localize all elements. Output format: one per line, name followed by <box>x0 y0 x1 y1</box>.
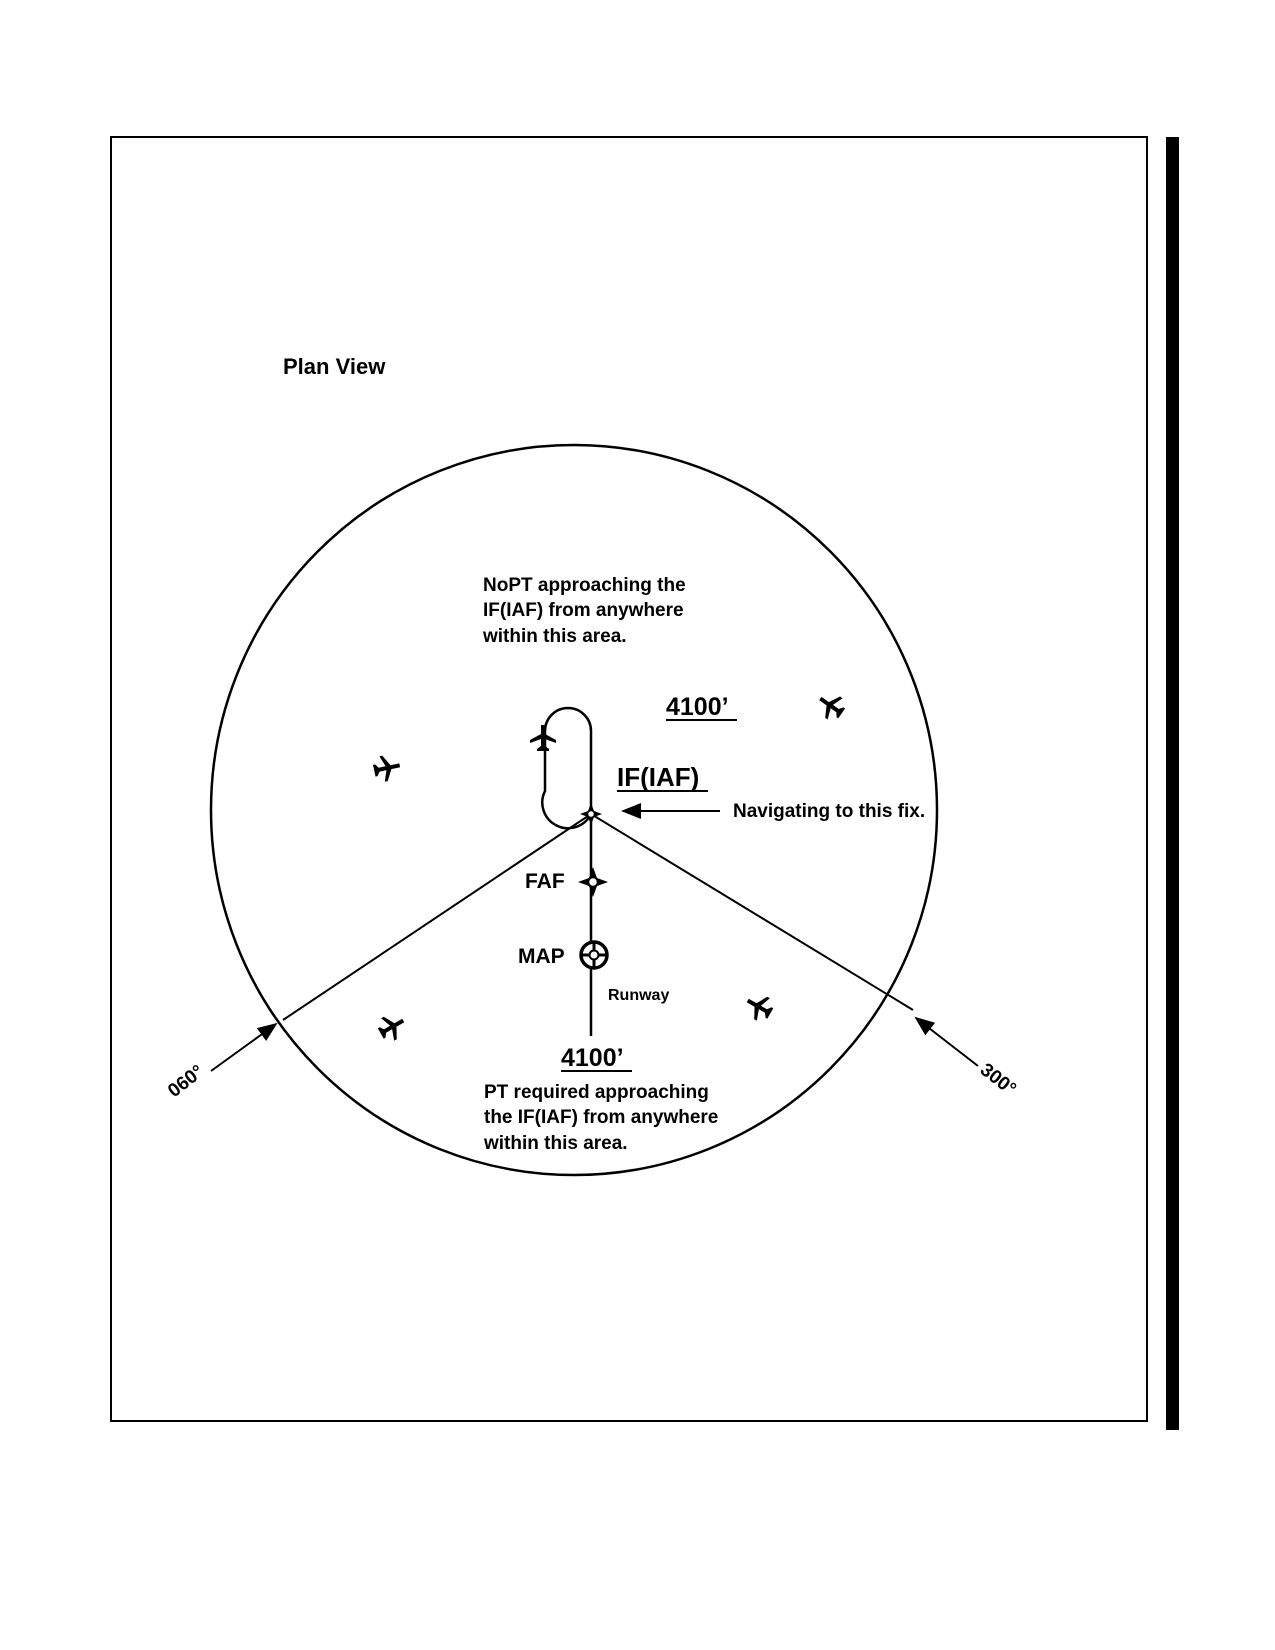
bearing-arrow-left-icon <box>210 1022 278 1072</box>
faf-label: FAF <box>525 870 565 893</box>
page-frame <box>110 136 1148 1422</box>
airplane-icon <box>530 725 556 751</box>
runway-label: Runway <box>608 987 669 1004</box>
pt-note-line: within this area. <box>483 1133 628 1154</box>
pt-note-line: the IF(IAF) from anywhere <box>484 1107 718 1128</box>
nopt-note-line: IF(IAF) from anywhere <box>483 600 684 621</box>
altitude-bottom: 4100’ <box>561 1044 624 1072</box>
sector-line-left <box>282 813 592 1021</box>
altitude-top: 4100’ <box>666 693 729 721</box>
nopt-note: NoPT approaching the IF(IAF) from anywhe… <box>482 575 691 647</box>
map-symbol-icon <box>579 940 609 970</box>
holding-pattern <box>541 706 593 830</box>
pt-note-line: PT required approaching <box>484 1082 709 1103</box>
sector-line-right <box>590 813 914 1011</box>
airplane-icon <box>812 687 850 725</box>
area-circle <box>209 443 939 1177</box>
map-label: MAP <box>518 945 565 968</box>
page-title: Plan View <box>283 354 386 379</box>
iaf-label: IF(IAF) <box>617 762 699 792</box>
bearing-right-label: 300° <box>976 1059 1020 1100</box>
bearing-arrow-right-icon <box>914 1016 979 1067</box>
airplane-icon <box>374 1009 410 1045</box>
airplane-icon <box>741 989 777 1025</box>
iaf-fix-icon <box>580 803 602 825</box>
airplane-icon <box>371 752 403 784</box>
navigating-note: Navigating to this fix. <box>733 801 925 822</box>
pt-note: PT required approaching the IF(IAF) from… <box>483 1082 724 1154</box>
faf-fix-icon <box>578 867 608 897</box>
nopt-note-line: NoPT approaching the <box>483 575 686 596</box>
bearing-left-label: 060° <box>164 1061 208 1102</box>
side-bar <box>1166 137 1179 1430</box>
nopt-note-line: within this area. <box>482 626 627 647</box>
